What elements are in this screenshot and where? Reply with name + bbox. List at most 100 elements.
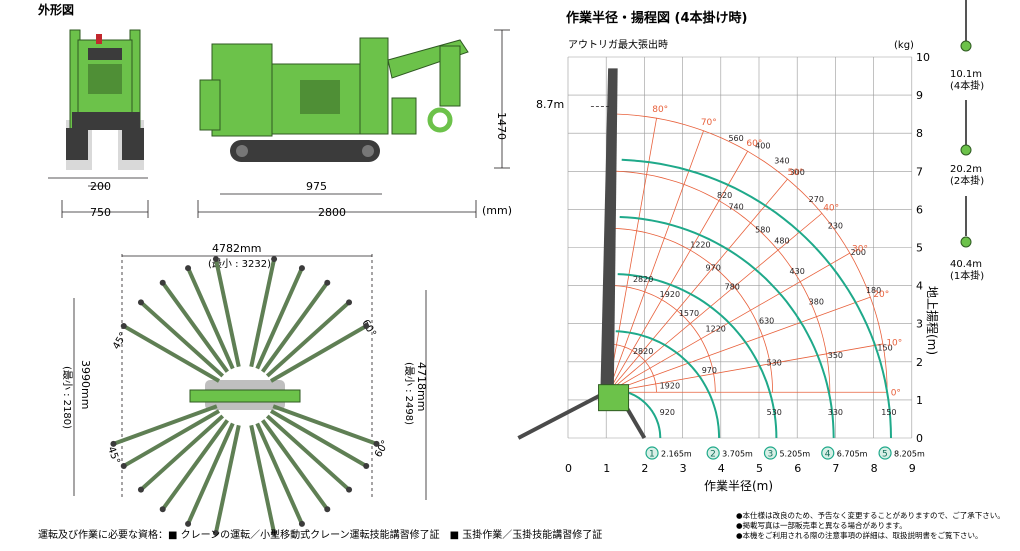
outrigger-plan: 4782mm (最小 : 3232) 3990mm (最小 : 2180) 47…	[61, 242, 428, 536]
hook-sub-2: (2本掛)	[950, 174, 984, 187]
hooks-panel: 10.1m (4本掛) 20.2m (2本掛) 40.4m (1本掛)	[950, 0, 984, 282]
qualification-text: 運転及び作業に必要な資格：■ クレーンの運転／小型移動式クレーン運転技能講習修了…	[38, 528, 602, 541]
outrigger-pad	[137, 486, 144, 493]
front-view	[66, 29, 144, 170]
y-tick-label: 7	[916, 165, 923, 178]
load-label: 350	[828, 351, 843, 360]
angle-ray	[607, 130, 704, 393]
x-tick-label: 7	[832, 462, 839, 475]
load-label: 820	[717, 191, 732, 200]
outrigger-pad	[159, 279, 166, 286]
load-label: 580	[755, 225, 770, 234]
outrigger-pad	[346, 299, 353, 306]
hook-path-curve	[615, 330, 721, 439]
load-label: 340	[774, 157, 789, 166]
outrigger-arm	[186, 267, 235, 370]
outrigger-arm	[255, 422, 304, 525]
x-tick-label: 4	[718, 462, 725, 475]
outrigger-pad	[212, 529, 219, 536]
outrigger-pad	[363, 323, 370, 329]
y-tick-label: 6	[916, 203, 923, 216]
load-label: 150	[877, 343, 892, 352]
load-label: 530	[767, 408, 782, 417]
outrigger-arm	[213, 258, 241, 368]
boom-length-id: 4	[825, 450, 831, 460]
angle-ray	[608, 343, 883, 393]
dim-1470: 1470	[495, 112, 508, 140]
y-tick-label: 0	[916, 432, 923, 445]
y-tick-label: 8	[916, 127, 923, 140]
angle-label: 80°	[652, 105, 668, 115]
outrigger-pad	[137, 299, 144, 306]
load-label: 2820	[633, 275, 653, 284]
x-tick-label: 9	[909, 462, 916, 475]
side-view	[199, 37, 469, 162]
unit-kg: (kg)	[894, 40, 914, 51]
y-tick-label: 2	[916, 356, 923, 369]
outrigger-pad	[346, 486, 353, 493]
outrigger-arm	[213, 424, 241, 534]
angle-label: 40°	[823, 203, 839, 213]
load-label: 380	[809, 298, 824, 307]
load-label: 560	[728, 134, 743, 143]
angle-label: 70°	[701, 118, 717, 128]
y-tick-label: 4	[916, 280, 923, 293]
angle-label: 60°	[746, 139, 762, 149]
angle-ray	[607, 296, 871, 393]
boom-arc	[608, 113, 888, 393]
boom-length-value: 5.205m	[779, 450, 810, 459]
boom-length-id: 3	[767, 450, 773, 460]
boom-length-id: 2	[710, 450, 716, 460]
load-label: 200	[851, 248, 866, 257]
outrigger-label: アウトリガ最大張出時	[568, 38, 668, 51]
angle-ray	[607, 118, 657, 393]
load-label: 480	[774, 237, 789, 246]
load-label: 530	[767, 359, 782, 368]
outrigger-pad	[212, 256, 219, 263]
outrigger-pad	[298, 265, 305, 272]
load-label: 400	[755, 141, 770, 150]
load-label: 1920	[660, 381, 680, 390]
outrigger-pad	[271, 529, 278, 536]
boom-arc	[608, 170, 831, 393]
outrigger-arm	[122, 409, 221, 468]
angle-label: 0°	[891, 388, 901, 398]
boom-arc	[608, 227, 773, 393]
boom-length-id: 1	[649, 450, 655, 460]
outrigger-pad	[324, 279, 331, 286]
outrigger-span-left: 3990mm	[79, 360, 92, 409]
hook-path-curve	[617, 273, 778, 439]
boom-length-marker	[645, 446, 659, 460]
outrigger-arm	[161, 419, 229, 511]
outrigger-leg-left	[517, 390, 608, 440]
outrigger-arm	[112, 404, 218, 446]
crane-body	[598, 384, 630, 412]
dim-2800: 2800	[318, 206, 346, 219]
boom-length-marker	[763, 446, 778, 460]
outrigger-arm	[122, 324, 221, 383]
outrigger-span-left-min: (最小 : 2180)	[61, 366, 73, 429]
hook-path-curve	[621, 158, 892, 439]
x-tick-label: 3	[680, 462, 687, 475]
boom-shape	[600, 68, 618, 389]
hook-sub-3: (1本掛)	[950, 269, 984, 282]
outrigger-span-width: 4782mm	[212, 242, 261, 255]
boom-length-marker	[821, 446, 835, 460]
load-label: 430	[790, 267, 805, 276]
hook-label-3: 40.4m	[950, 259, 982, 270]
load-label: 970	[706, 263, 721, 272]
angle-label-3: 45°	[105, 445, 121, 465]
angle-label-1: 45°	[111, 331, 129, 352]
boom-length-marker	[878, 446, 892, 460]
outrigger-arm	[265, 414, 351, 492]
hook-sub-1: (4本掛)	[950, 79, 984, 92]
exterior-title: 外形図	[38, 2, 74, 17]
load-label: 330	[828, 408, 843, 417]
angle-label: 20°	[873, 290, 889, 300]
outrigger-pad	[120, 463, 127, 469]
y-tick-label: 3	[916, 318, 923, 331]
load-label: 150	[881, 408, 896, 417]
angle-ray	[607, 151, 748, 393]
outrigger-pad	[298, 520, 305, 527]
